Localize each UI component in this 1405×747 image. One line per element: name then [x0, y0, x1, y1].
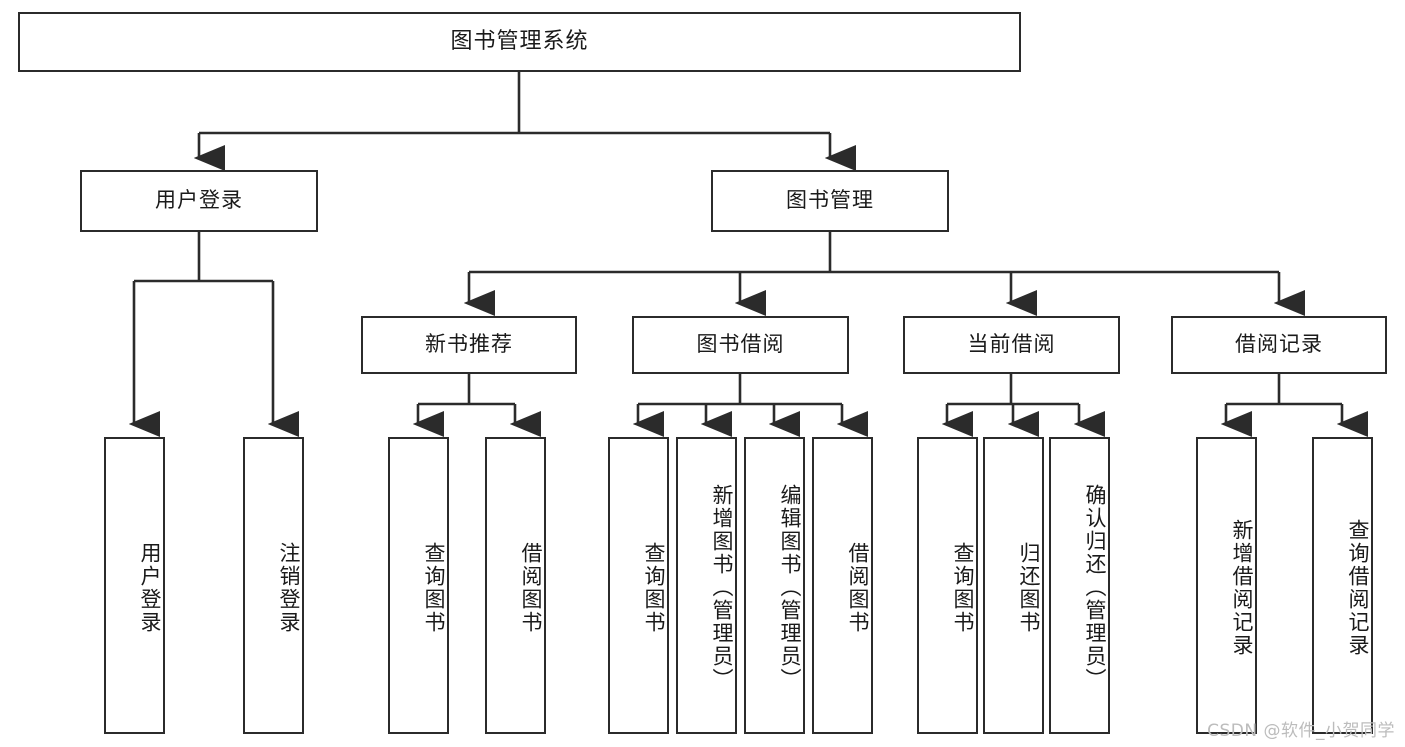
leaf-add-record-label: 新增借阅记录 [1230, 518, 1254, 657]
leaf-add-record[interactable]: 新增借阅记录 [1196, 437, 1257, 734]
leaf-return-book[interactable]: 归还图书 [983, 437, 1044, 734]
leaf-return-book-label: 归还图书 [1017, 541, 1041, 634]
leaf-query-record[interactable]: 查询借阅记录 [1312, 437, 1373, 734]
leaf-user-login[interactable]: 用户登录 [104, 437, 165, 734]
node-book-borrow-label: 图书借阅 [696, 332, 785, 357]
node-current-borrow[interactable]: 当前借阅 [903, 316, 1120, 374]
node-user-login[interactable]: 用户登录 [80, 170, 318, 232]
leaf-logout[interactable]: 注销登录 [243, 437, 304, 734]
leaf-query-book-2[interactable]: 查询图书 [608, 437, 669, 734]
leaf-user-login-label: 用户登录 [138, 541, 162, 634]
leaf-edit-book[interactable]: 编辑图书（管理员） [744, 437, 805, 734]
leaf-borrow-book-1[interactable]: 借阅图书 [485, 437, 546, 734]
leaf-add-book-label: 新增图书（管理员） [710, 484, 734, 691]
watermark-text: CSDN @软件_小贺同学 [1207, 721, 1395, 741]
leaf-borrow-book-2[interactable]: 借阅图书 [812, 437, 873, 734]
node-root-label: 图书管理系统 [450, 28, 589, 54]
leaf-edit-book-label: 编辑图书（管理员） [778, 484, 802, 691]
node-book-management-label: 图书管理 [786, 188, 874, 213]
leaf-confirm-return[interactable]: 确认归还（管理员） [1049, 437, 1110, 734]
node-book-borrow[interactable]: 图书借阅 [632, 316, 849, 374]
leaf-query-book-2-label: 查询图书 [642, 541, 666, 634]
node-book-management[interactable]: 图书管理 [711, 170, 949, 232]
node-user-login-label: 用户登录 [155, 188, 243, 213]
leaf-query-book-1[interactable]: 查询图书 [388, 437, 449, 734]
leaf-query-book-3[interactable]: 查询图书 [917, 437, 978, 734]
leaf-borrow-book-2-label: 借阅图书 [846, 541, 870, 634]
node-new-book-recommend[interactable]: 新书推荐 [361, 316, 577, 374]
node-current-borrow-label: 当前借阅 [967, 332, 1056, 357]
node-borrow-record-label: 借阅记录 [1235, 332, 1323, 357]
leaf-logout-label: 注销登录 [277, 541, 301, 634]
leaf-borrow-book-1-label: 借阅图书 [519, 541, 543, 634]
node-new-book-recommend-label: 新书推荐 [425, 332, 513, 357]
node-root-system[interactable]: 图书管理系统 [18, 12, 1021, 72]
leaf-add-book[interactable]: 新增图书（管理员） [676, 437, 737, 734]
leaf-query-record-label: 查询借阅记录 [1346, 518, 1370, 657]
leaf-confirm-return-label: 确认归还（管理员） [1083, 484, 1107, 691]
leaf-query-book-3-label: 查询图书 [951, 541, 975, 634]
leaf-query-book-1-label: 查询图书 [422, 541, 446, 634]
node-borrow-record[interactable]: 借阅记录 [1171, 316, 1387, 374]
